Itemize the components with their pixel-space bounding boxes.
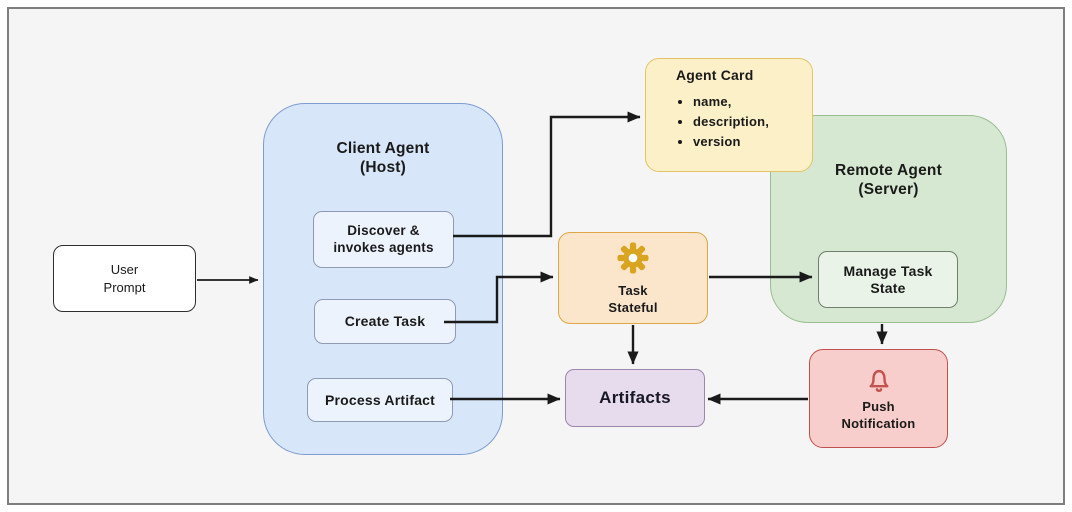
manage-task-state-label-line1: Manage Task: [843, 263, 933, 279]
push-notification-label-line1: Push: [862, 398, 895, 414]
artifacts-label: Artifacts: [599, 388, 671, 407]
task-stateful-label-line1: Task: [618, 282, 648, 298]
remote-agent-title: Remote Agent (Server): [771, 161, 1006, 199]
create-task-box: Create Task: [314, 299, 456, 344]
gear-icon: [615, 241, 651, 279]
push-notification-label-line2: Notification: [841, 415, 916, 431]
bell-icon: [864, 366, 894, 398]
task-stateful-label-line2: Stateful: [608, 299, 658, 315]
user-prompt-label-line1: User: [110, 261, 139, 277]
agent-card-bullet-description: description,: [693, 112, 812, 132]
user-prompt-label-line2: Prompt: [103, 279, 146, 295]
discover-label-line2: invokes agents: [333, 239, 434, 255]
client-agent-title-line1: Client Agent: [336, 140, 430, 157]
process-artifact-box: Process Artifact: [307, 378, 453, 422]
remote-agent-title-line1: Remote Agent: [835, 162, 942, 179]
agent-card-bullet-version: version: [693, 132, 812, 152]
create-task-label: Create Task: [344, 313, 426, 330]
client-agent-title-line2: (Host): [360, 159, 406, 176]
agent-card-box: Agent Card name, description, version: [645, 58, 813, 172]
manage-task-state-label-line2: State: [870, 279, 906, 296]
remote-agent-title-line2: (Server): [858, 181, 919, 198]
discover-invokes-agents-box: Discover & invokes agents: [313, 211, 454, 268]
user-prompt-box: User Prompt: [53, 245, 196, 312]
artifacts-box: Artifacts: [565, 369, 705, 427]
client-agent-title: Client Agent (Host): [264, 139, 502, 177]
manage-task-state-box: Manage Task State: [818, 251, 958, 308]
agent-card-bullet-name: name,: [693, 92, 812, 112]
push-notification-box: Push Notification: [809, 349, 948, 448]
discover-label-line1: Discover &: [347, 223, 420, 238]
task-stateful-box: Task Stateful: [558, 232, 708, 324]
process-artifact-label: Process Artifact: [324, 391, 436, 408]
agent-card-title: Agent Card: [676, 67, 754, 83]
client-agent-group: Client Agent (Host) Discover & invokes a…: [263, 103, 503, 455]
agent-card-bullet-list: name, description, version: [676, 92, 812, 152]
